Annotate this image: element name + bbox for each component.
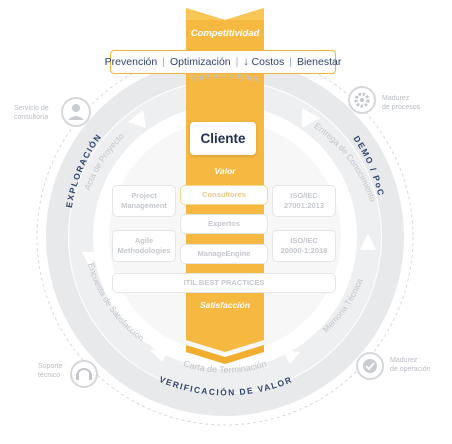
ring-arrow-br — [282, 350, 300, 364]
gear-icon — [348, 86, 376, 114]
ribbon-notch — [186, 8, 264, 20]
cliente-label: Cliente — [200, 131, 246, 146]
ring-arrow-l — [82, 252, 98, 268]
box-manageengine: ManageEngine — [180, 244, 268, 264]
ring-arrow-bl — [150, 348, 170, 362]
box-iso-27001: ISO/IEC 27001:2013 — [272, 185, 336, 217]
box-expertos: Expertos — [180, 214, 268, 234]
yellow-ribbon — [186, 8, 264, 352]
pill-item-optimizacion: Optimización — [169, 56, 231, 68]
pill-item-prevencion: Prevención — [104, 56, 158, 68]
check-badge-icon — [356, 352, 384, 380]
label-madurez-operacion: Madurez de operación — [390, 357, 431, 373]
label-servicio-consultoria: Servicio de consultoría — [14, 105, 49, 121]
ring-arrow-r — [360, 234, 376, 250]
box-project-management: Project Management — [112, 185, 176, 217]
box-iso-20000: ISO/IEC 20000-1:2018 — [272, 230, 336, 262]
ribbon-tail — [186, 345, 264, 364]
box-consultores: Consultores — [180, 185, 268, 205]
benefits-pill: Prevención | Optimización | ↓ Costos | B… — [105, 50, 341, 74]
ring-arrow-tr — [302, 108, 320, 128]
pill-item-bienestar: Bienestar — [296, 56, 342, 68]
satisfaccion-label: Satisfacción — [199, 300, 251, 310]
ring-arrow-tl — [128, 110, 146, 128]
label-soporte-tecnico: Soporte técnico — [38, 363, 63, 379]
outer-dashed-ring — [36, 48, 414, 426]
cliente-box: Cliente — [190, 122, 256, 155]
user-icon — [61, 97, 91, 127]
valor-label: Valor — [214, 166, 236, 176]
label-madurez-procesos: Madurez de procesos — [382, 95, 421, 111]
box-agile-methodologies: Agile Methodologies — [112, 230, 176, 262]
competitividad-label: Competitividad — [190, 28, 260, 39]
headset-icon — [70, 360, 98, 388]
pill-item-costos: ↓ Costos — [243, 56, 285, 68]
box-itil: ITIL BEST PRACTICES — [112, 273, 336, 293]
